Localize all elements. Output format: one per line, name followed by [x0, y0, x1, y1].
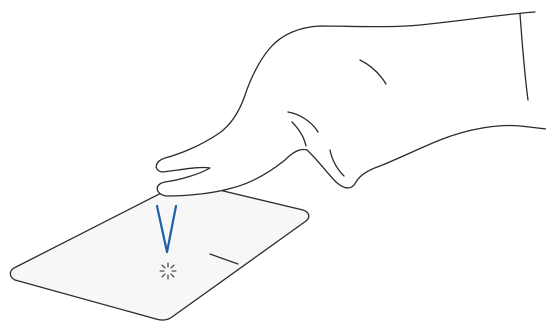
palm-line: [359, 59, 387, 85]
touchpad-surface: [9, 181, 310, 321]
tap-indicator-icon: [155, 204, 178, 254]
finger-crease: [287, 111, 319, 133]
knuckle-line: [291, 121, 307, 147]
hand-icon: [155, 11, 546, 197]
touchpad-divider: [209, 253, 239, 265]
hand-outline: [155, 11, 546, 197]
wrist-line: [519, 13, 529, 101]
thumb-line: [329, 149, 345, 177]
tap-indicator-lines: [155, 204, 178, 254]
tap-sparkle-icon: [159, 262, 177, 280]
touchpad: [9, 181, 310, 321]
